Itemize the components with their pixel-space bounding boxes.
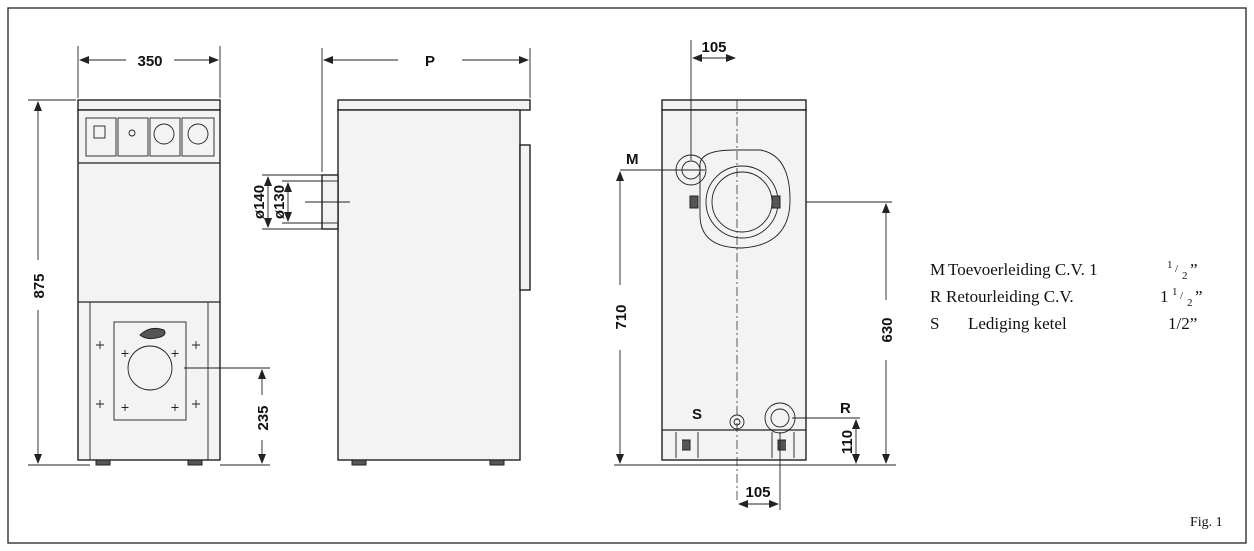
legend-size-s: 1/2” [1168,314,1197,333]
legend-size-m-sep: / [1175,263,1179,275]
rear-view [614,40,896,500]
legend-size-m-sup: 1 [1167,259,1173,271]
dim-rear-flue-height: 630 [879,203,896,464]
label-r: R [840,400,851,417]
dim-label-110: 110 [839,430,856,454]
legend: M Toevoerleiding C.V. 1 1 / 2 ” R Retour… [930,259,1203,333]
dim-label-p: P [425,53,435,70]
dim-rear-r-height: 110 [839,419,860,464]
label-m: M [626,151,639,168]
label-s: S [692,406,702,423]
legend-size-r-sub: 2 [1187,297,1193,309]
dim-label-350: 350 [137,53,162,70]
burner-plate [96,321,200,421]
rear-flue [689,149,791,249]
legend-size-r-tail: ” [1195,287,1203,306]
dim-side-depth: P [321,48,531,172]
dim-burner-height: 235 [255,369,272,464]
legend-code-r: R [930,287,942,306]
legend-code-s: S [930,314,939,333]
control-panel [85,117,215,157]
dim-rear-m-height: 710 [613,171,630,464]
legend-size-m-tail: ” [1190,260,1198,279]
legend-size-r-sup: 1 [1172,286,1178,298]
dim-label-flue-inner: ø130 [271,185,288,219]
dim-front-width: 350 [77,46,221,98]
dim-label-105-bottom: 105 [745,484,770,501]
dim-label-875: 875 [31,273,48,298]
dim-flue: ø140 ø130 [251,176,292,228]
figure-frame [7,7,1247,544]
legend-text-m: Toevoerleiding C.V. 1 [948,260,1098,279]
legend-code-m: M [930,260,945,279]
legend-size-r-prefix: 1 [1160,287,1169,306]
legend-text-r: Retourleiding C.V. [946,287,1074,306]
legend-text-s: Lediging ketel [968,314,1067,333]
dim-label-235: 235 [255,405,272,430]
side-view [262,99,531,466]
figure-label: Fig. 1 [1190,515,1223,530]
dim-front-height: 875 [28,99,90,466]
dim-label-105-top: 105 [701,39,726,56]
dim-rear-bottom-offset: 105 [738,432,781,510]
dim-rear-top-offset: 105 [692,39,736,62]
legend-size-r-sep: / [1180,290,1184,302]
legend-size-m-sub: 2 [1182,270,1188,282]
dim-label-flue-outer: ø140 [251,185,268,219]
dim-label-630: 630 [879,317,896,342]
dim-label-710: 710 [613,304,630,329]
front-view [77,99,270,466]
